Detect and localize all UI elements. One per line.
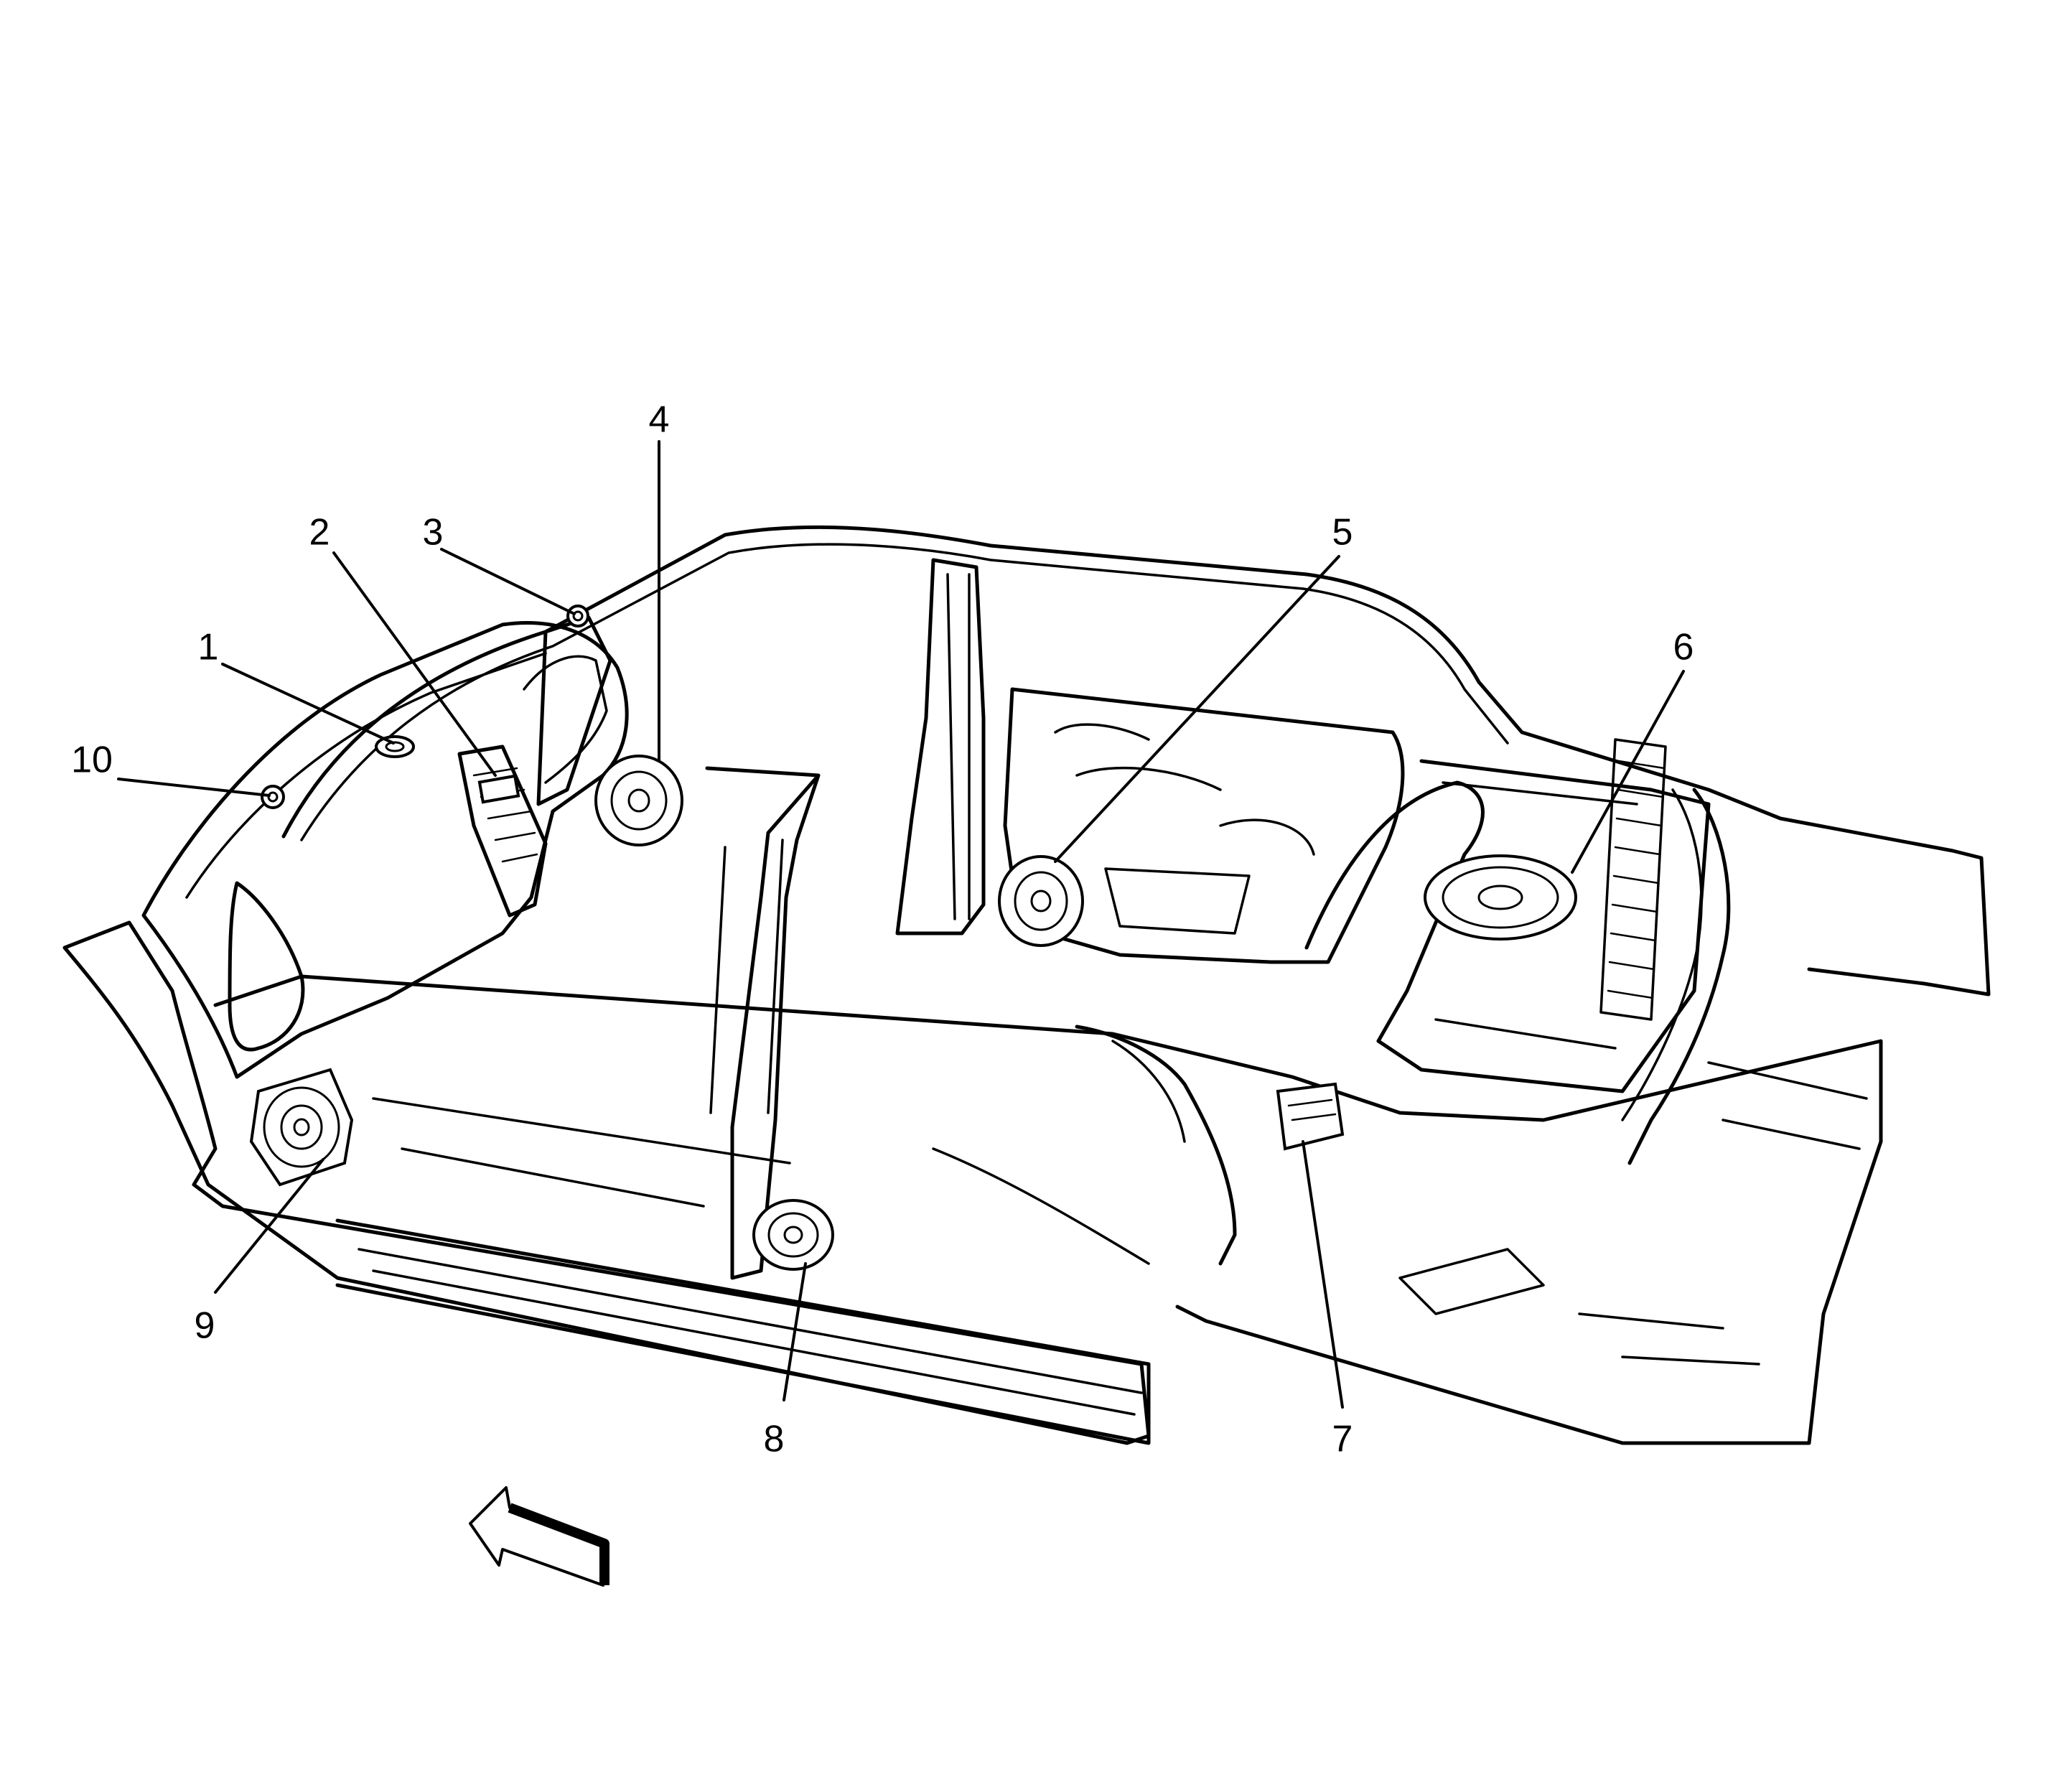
callout-4: 4 <box>649 399 670 441</box>
center-stack <box>457 745 548 918</box>
components <box>249 605 1577 1271</box>
radio-amplifier <box>1276 1082 1345 1151</box>
rocker-inner <box>358 1248 1143 1416</box>
instrument-panel-center-speaker <box>375 735 415 758</box>
callout-7: 7 <box>1332 1419 1353 1460</box>
front-left-door-speaker <box>249 1068 354 1187</box>
steering-wheel <box>228 881 305 1052</box>
rear-right-door-speaker <box>998 855 1084 947</box>
vehicle-body <box>62 525 1991 1445</box>
b-pillar <box>705 766 821 1280</box>
callout-9: 9 <box>195 1305 215 1347</box>
callout-5: 5 <box>1332 512 1353 554</box>
rocker-sill <box>335 1218 1151 1445</box>
callout-3: 3 <box>423 512 444 554</box>
front-right-door-speaker <box>594 755 683 846</box>
callout-10: 10 <box>71 739 113 781</box>
c-pillar-rear-inner <box>1621 788 1703 1121</box>
transmission-tunnel <box>1075 1025 1237 1266</box>
rear-package-shelf <box>1376 759 1711 1093</box>
rear-door-pocket <box>1104 867 1251 935</box>
leader-5 <box>1054 555 1340 863</box>
floor-pan <box>213 974 1883 1445</box>
instrument-panel <box>141 621 629 1079</box>
rear-seat-back-hatching <box>1607 760 1666 999</box>
dash-upper-line <box>185 652 547 899</box>
floor-rib-3 <box>932 1147 1150 1265</box>
leader-1 <box>221 663 395 745</box>
vehicle-front-arrow-icon <box>469 1486 609 1587</box>
door-frame-pillar <box>895 558 986 935</box>
trunk-floor <box>1707 1061 1868 1150</box>
floor-rib-2 <box>401 1147 705 1208</box>
door-frame-inner <box>946 573 971 920</box>
radio <box>477 774 520 804</box>
leader-10 <box>117 778 271 797</box>
floor-rib-5 <box>1578 1312 1760 1366</box>
b-pillar-inner <box>709 839 784 1114</box>
floor-rib-4 <box>1398 1248 1545 1315</box>
rear-door-armrest <box>1054 723 1315 856</box>
callout-6: 6 <box>1673 627 1694 668</box>
front-left-body <box>62 920 1151 1445</box>
rear-left-door-speaker <box>752 1199 834 1271</box>
left-dash-tweeter <box>261 785 285 809</box>
front-door-tweeter <box>566 605 589 627</box>
floor-rib-1 <box>372 1097 791 1165</box>
leader-3 <box>440 548 576 615</box>
subwoofer-speaker <box>1424 854 1577 941</box>
callout-1: 1 <box>198 627 219 668</box>
leader-9 <box>214 1158 324 1294</box>
leader-6 <box>1571 670 1685 874</box>
callout-labels: 1 2 3 4 5 6 7 8 9 10 <box>71 399 1694 1460</box>
rear-seat-back-panel <box>1599 738 1667 1021</box>
leader-8 <box>783 1262 807 1401</box>
roof-outline <box>281 525 1991 997</box>
leader-7 <box>1302 1140 1344 1409</box>
callout-8: 8 <box>764 1419 785 1460</box>
rear-door-panel <box>1003 687 1405 964</box>
tunnel-inner <box>1111 1040 1186 1143</box>
leader-lines <box>117 440 1685 1409</box>
windshield-trim <box>523 655 608 784</box>
rear-wheel-arch <box>1304 780 1485 1043</box>
callout-2: 2 <box>309 512 330 554</box>
c-pillar-rear <box>1627 788 1731 1165</box>
rear-shelf-inner <box>1434 781 1638 1050</box>
roof-inner-line <box>300 543 1509 841</box>
leader-2 <box>332 551 497 777</box>
